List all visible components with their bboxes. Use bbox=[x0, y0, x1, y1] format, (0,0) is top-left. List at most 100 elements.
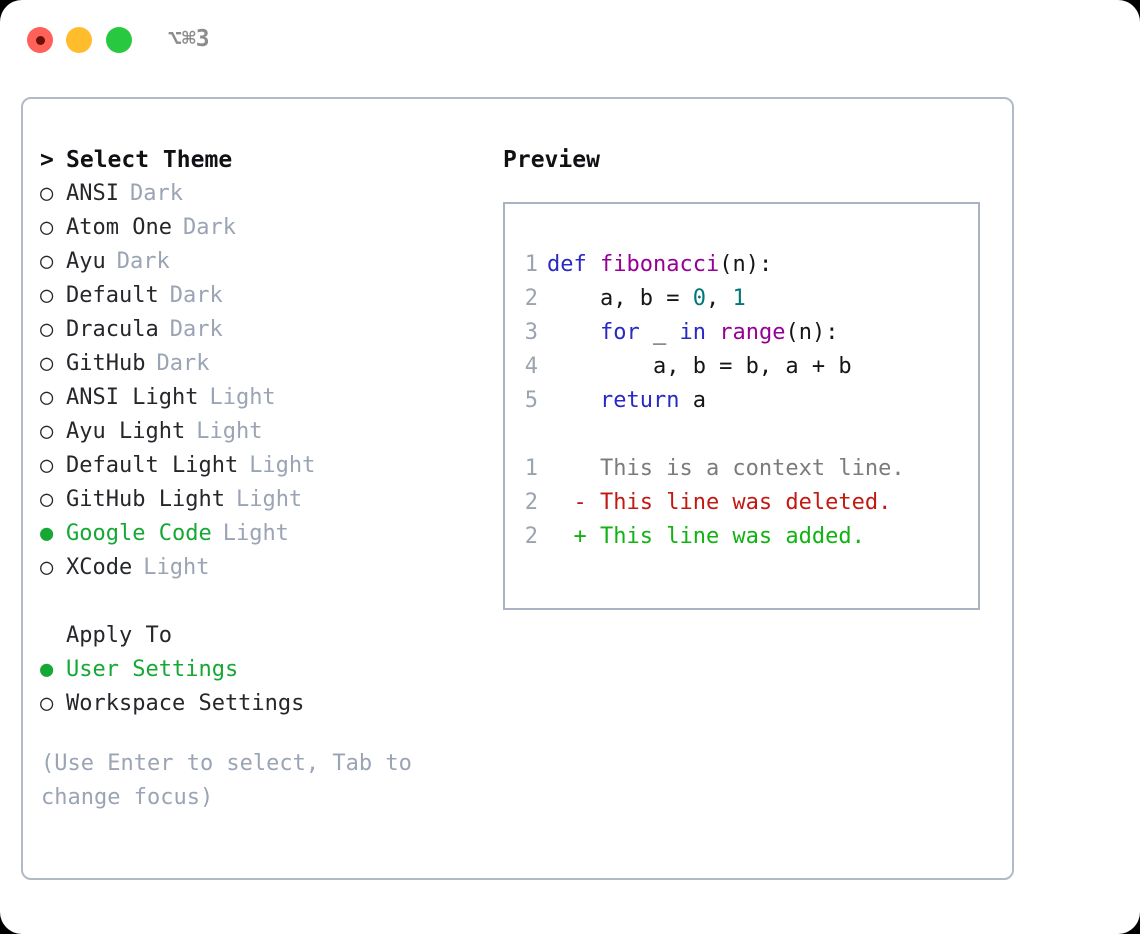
preview-title: Preview bbox=[503, 147, 600, 173]
theme-variant-badge: Dark bbox=[169, 317, 223, 342]
prompt-caret-icon: > bbox=[40, 147, 54, 173]
keyboard-shortcut-label: ⌥⌘3 bbox=[168, 26, 210, 52]
code-line: 3 for _ in range(n): bbox=[505, 316, 978, 350]
radio-unselected-icon: ○ bbox=[40, 317, 54, 342]
code-line: 2 a, b = 0, 1 bbox=[505, 282, 978, 316]
theme-option-name: Google Code bbox=[66, 521, 212, 546]
theme-option-name: ANSI bbox=[66, 181, 119, 206]
theme-variant-badge: Dark bbox=[116, 249, 170, 274]
code-token-num: 0 bbox=[692, 286, 706, 311]
diff-text: This line was added. bbox=[599, 524, 865, 549]
diff-line-del: 2 - This line was deleted. bbox=[505, 486, 978, 520]
apply-to-option-list[interactable]: ● User Settings ○ Workspace Settings bbox=[40, 653, 500, 721]
theme-option-name: Ayu bbox=[66, 249, 106, 274]
radio-unselected-icon: ○ bbox=[40, 385, 54, 410]
code-line: 4 a, b = b, a + b bbox=[505, 350, 978, 384]
select-theme-header: > Select Theme bbox=[40, 143, 500, 177]
apply-to-option-name: Workspace Settings bbox=[66, 691, 305, 716]
code-token-plain: a, b = bbox=[547, 286, 693, 311]
theme-option-name: Dracula bbox=[66, 317, 159, 342]
theme-option-ayu-light[interactable]: ○ Ayu Light Light bbox=[40, 415, 500, 449]
radio-unselected-icon: ○ bbox=[40, 419, 54, 444]
code-token-fn: fibonacci bbox=[599, 252, 720, 277]
diff-sample: 1 This is a context line.2 - This line w… bbox=[505, 452, 978, 554]
zoom-button[interactable] bbox=[106, 27, 132, 53]
radio-unselected-icon: ○ bbox=[40, 351, 54, 376]
list-spacer bbox=[40, 585, 500, 619]
diff-line-add: 2 + This line was added. bbox=[505, 520, 978, 554]
code-diff-spacer bbox=[505, 418, 978, 452]
minimize-button[interactable] bbox=[66, 27, 92, 53]
code-token-punc: (n): bbox=[719, 252, 773, 277]
keyboard-hint-text: (Use Enter to select, Tab to change focu… bbox=[41, 751, 412, 810]
line-number: 2 bbox=[524, 490, 538, 515]
theme-option-name: Default Light bbox=[66, 453, 239, 478]
diff-text: This is a context line. bbox=[599, 456, 905, 481]
select-theme-label: Select Theme bbox=[66, 147, 233, 173]
apply-to-option-name: User Settings bbox=[66, 657, 239, 682]
line-number: 2 bbox=[524, 524, 538, 549]
code-line: 5 return a bbox=[505, 384, 978, 418]
code-token-fn: range bbox=[719, 320, 786, 345]
theme-variant-badge: Dark bbox=[169, 283, 223, 308]
code-token-plain: a bbox=[679, 388, 706, 413]
theme-option-name: GitHub bbox=[66, 351, 146, 376]
code-token-kw: def bbox=[547, 252, 600, 277]
theme-option-atom-one[interactable]: ○ Atom One Dark bbox=[40, 211, 500, 245]
theme-option-default[interactable]: ○ Default Dark bbox=[40, 279, 500, 313]
diff-sign: + bbox=[547, 524, 600, 549]
diff-sign bbox=[547, 456, 600, 481]
apply-to-label: Apply To bbox=[66, 623, 172, 648]
theme-variant-badge: Light bbox=[222, 521, 289, 546]
radio-unselected-icon: ○ bbox=[40, 487, 54, 512]
title-bar: ⌥⌘3 bbox=[0, 0, 1140, 80]
apply-to-option-workspace-settings[interactable]: ○ Workspace Settings bbox=[40, 687, 500, 721]
apply-to-option-user-settings[interactable]: ● User Settings bbox=[40, 653, 500, 687]
code-token-kw: in bbox=[679, 320, 706, 345]
theme-variant-badge: Light bbox=[249, 453, 316, 478]
close-icon bbox=[35, 35, 45, 45]
diff-sign: - bbox=[547, 490, 600, 515]
radio-unselected-icon: ○ bbox=[40, 283, 54, 308]
apply-to-header: Apply To bbox=[40, 619, 500, 653]
theme-option-name: Ayu Light bbox=[66, 419, 186, 444]
code-token-num: 1 bbox=[732, 286, 746, 311]
radio-selected-icon: ● bbox=[40, 657, 54, 682]
radio-unselected-icon: ○ bbox=[40, 691, 54, 716]
code-token-kw: return bbox=[547, 388, 680, 413]
theme-variant-badge: Light bbox=[209, 385, 276, 410]
code-token-plain: _ bbox=[639, 320, 680, 345]
theme-option-ayu[interactable]: ○ Ayu Dark bbox=[40, 245, 500, 279]
code-token-plain bbox=[706, 320, 719, 345]
diff-text: This line was deleted. bbox=[599, 490, 892, 515]
radio-unselected-icon: ○ bbox=[40, 215, 54, 240]
radio-unselected-icon: ○ bbox=[40, 249, 54, 274]
diff-line-ctx: 1 This is a context line. bbox=[505, 452, 978, 486]
theme-option-name: Default bbox=[66, 283, 159, 308]
line-number: 5 bbox=[524, 388, 538, 413]
theme-variant-badge: Dark bbox=[182, 215, 236, 240]
close-button[interactable] bbox=[27, 27, 53, 53]
theme-option-name: Atom One bbox=[66, 215, 172, 240]
code-token-plain: , bbox=[705, 286, 733, 311]
line-number: 3 bbox=[524, 320, 538, 345]
code-token-punc: (n): bbox=[785, 320, 839, 345]
line-number: 1 bbox=[524, 456, 538, 481]
theme-option-dracula[interactable]: ○ Dracula Dark bbox=[40, 313, 500, 347]
theme-variant-badge: Light bbox=[196, 419, 263, 444]
